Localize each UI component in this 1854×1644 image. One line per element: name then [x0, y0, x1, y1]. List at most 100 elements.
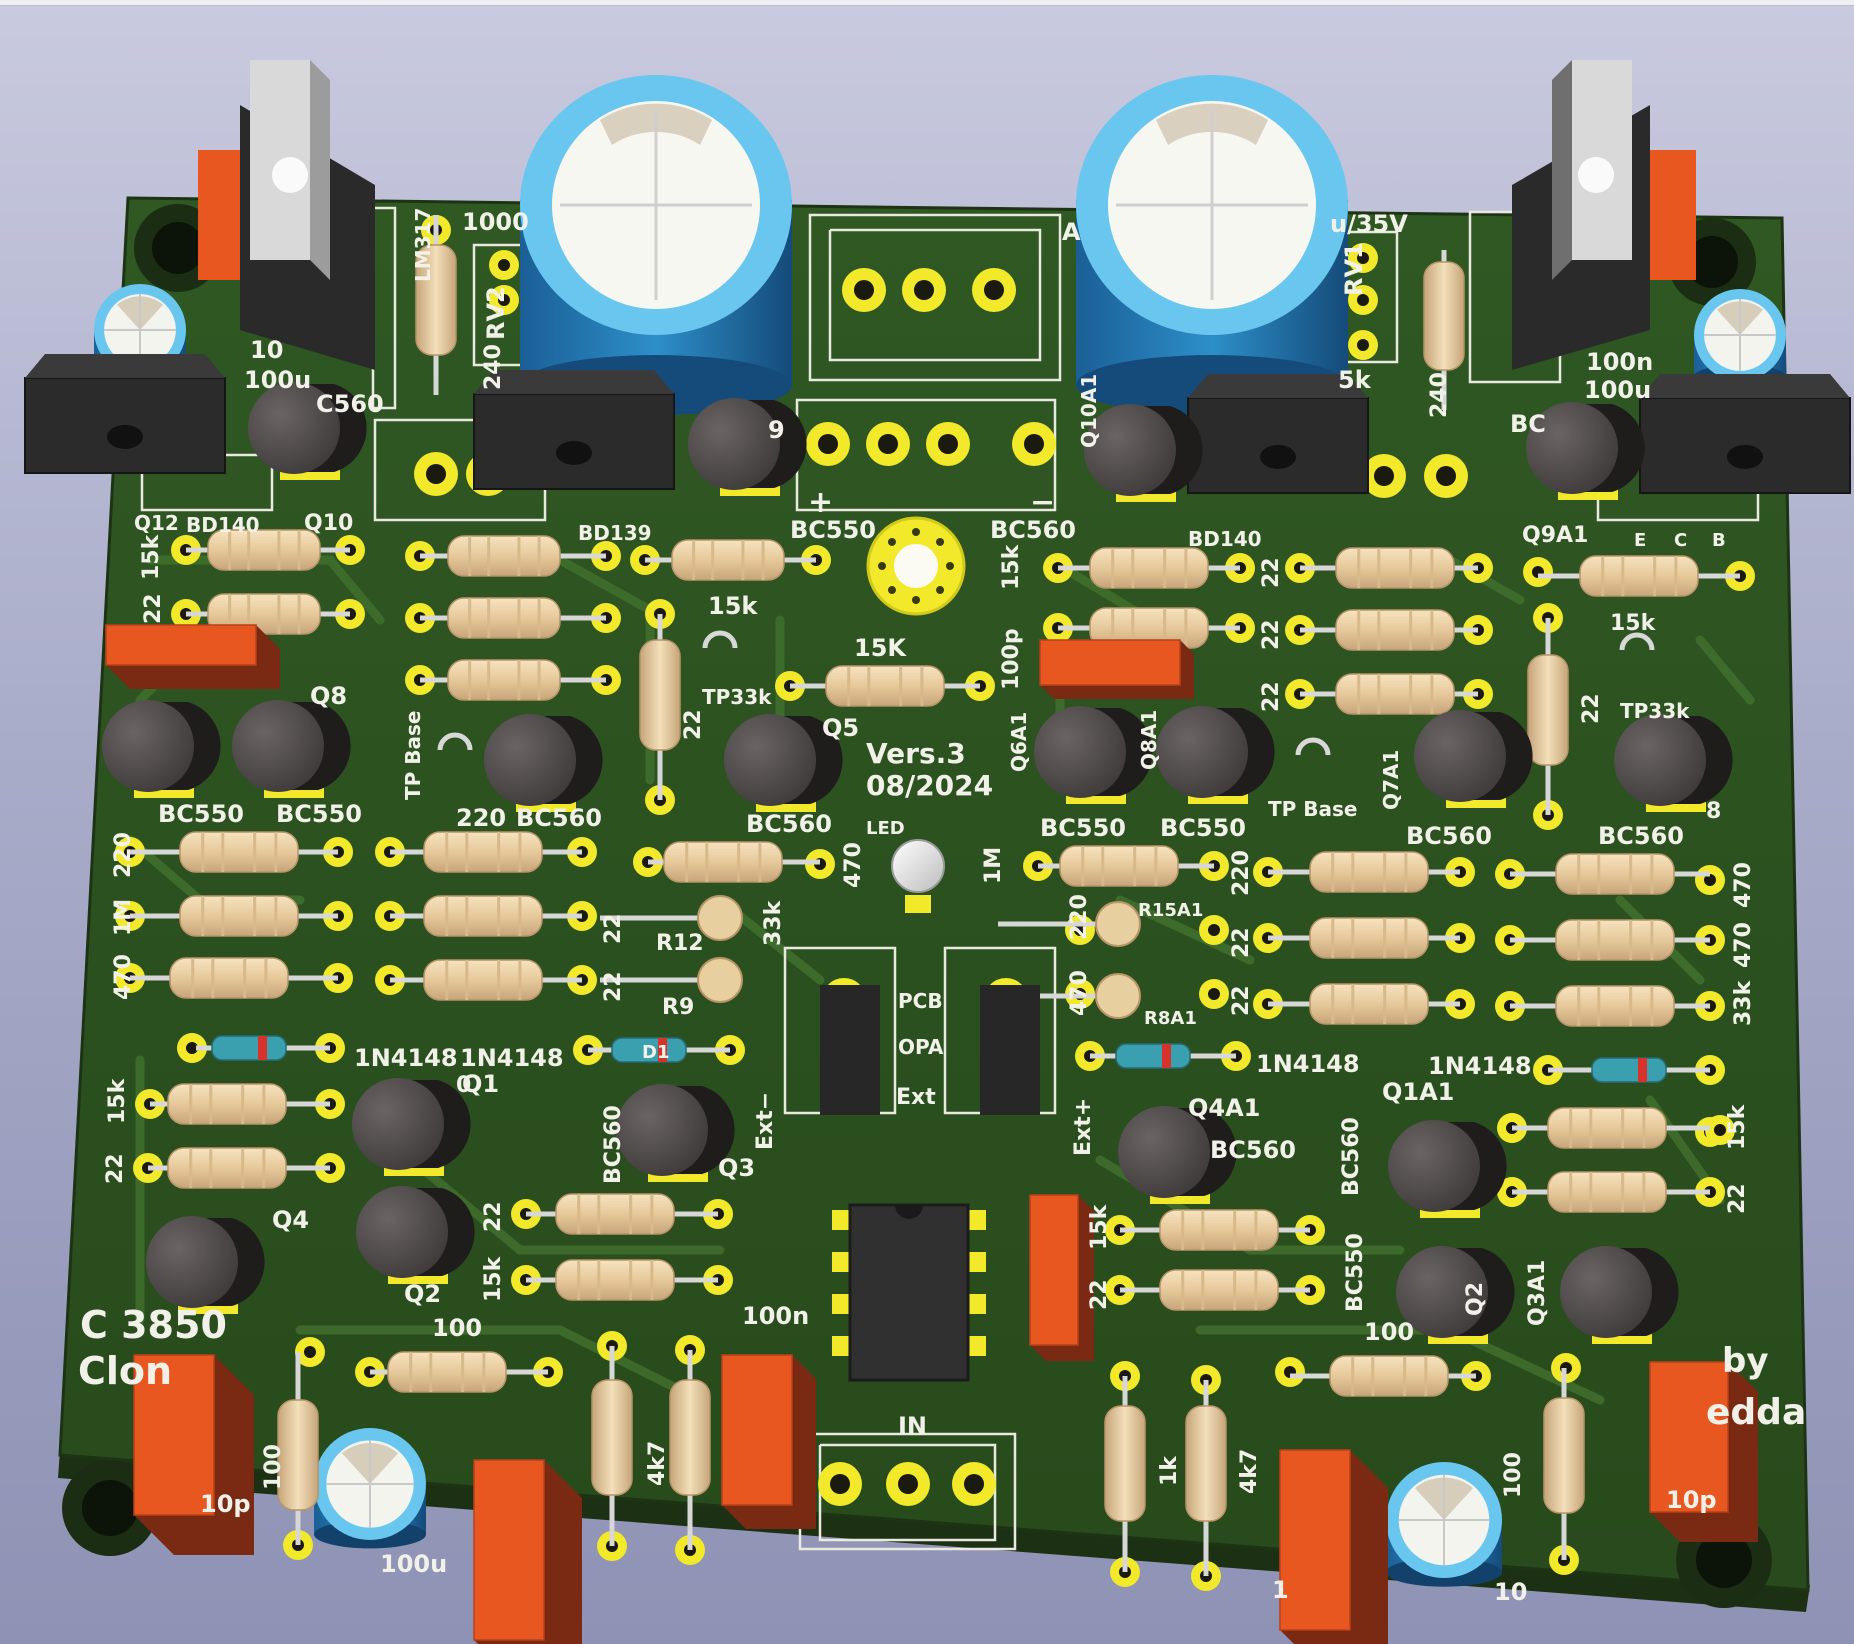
label-q2a1: Q2: [1463, 1282, 1488, 1316]
label-r1m-mid: 1M: [981, 847, 1006, 884]
label-q4a1: Q4A1: [1188, 1094, 1260, 1122]
label-ext-minus: Ext−: [753, 1092, 778, 1150]
label-pcb: PCB: [898, 989, 943, 1013]
small-electrolytic-capacitors: [94, 284, 1786, 1587]
label-minus: −: [1030, 485, 1055, 520]
label-lm317: LM317: [411, 208, 435, 282]
label-rv1: RV1: [1340, 242, 1368, 296]
label-tp-base-right: TP Base: [1268, 797, 1357, 821]
label-r470-right: 470: [1731, 862, 1756, 908]
label-q10: Q10: [304, 511, 353, 536]
label-d-1n4148-b: 1N4148: [460, 1044, 564, 1072]
label-r22-l: 22: [103, 1153, 128, 1184]
label-left-100u-b: 100u: [244, 366, 311, 394]
label-bc560-top: BC560: [990, 516, 1076, 544]
label-r22-right-vert: 22: [1579, 693, 1604, 724]
jumper-block-left: [820, 985, 880, 1115]
regulator-left: [198, 60, 375, 370]
window-top-edge: [0, 0, 1854, 6]
label-r100-r: 100: [1364, 1318, 1414, 1346]
label-bc560-d: BC560: [1598, 822, 1684, 850]
label-r22-a: 22: [141, 593, 166, 624]
label-q2: Q2: [404, 1280, 441, 1308]
label-right-100u: 100u: [1584, 376, 1651, 404]
label-r22-r: 22: [1087, 1279, 1112, 1310]
label-q9a1: Q9A1: [1522, 523, 1588, 548]
label-led: LED: [866, 818, 905, 839]
ground-pad: [866, 516, 966, 616]
label-bc550-a: BC550: [158, 800, 244, 828]
label-bc550-top: BC550: [790, 516, 876, 544]
author-name: edda: [1706, 1392, 1806, 1433]
label-r12: R12: [656, 931, 704, 956]
label-rv2: RV2: [482, 286, 510, 340]
label-bd140-right: BD140: [1188, 527, 1262, 551]
label-q3: Q3: [718, 1154, 755, 1182]
label-r470-right2: 470: [1731, 922, 1756, 968]
voltage-regulators: [198, 60, 1696, 370]
label-r15a1: R15A1: [1138, 900, 1203, 921]
label-bc560-q3: BC560: [601, 1105, 626, 1184]
label-tp33k-right: TP33k: [1620, 699, 1690, 723]
label-bc550-c: BC550: [1040, 814, 1126, 842]
label-bc550-q2a1: BC550: [1343, 1233, 1368, 1312]
board-title: C 3850: [80, 1303, 227, 1347]
label-bd140-left: BD140: [186, 513, 260, 537]
label-right-100n: 100n: [1586, 348, 1653, 376]
cap-1000u-right: [1076, 75, 1348, 415]
label-r100-l: 100: [432, 1314, 482, 1342]
label-r4k7-r: 4k7: [1237, 1449, 1262, 1494]
label-ecb-e: E: [1634, 530, 1646, 551]
label-d-1n4148-a: 1N4148: [354, 1044, 458, 1072]
label-left-100u-a: 10: [250, 336, 283, 364]
board-subtitle: Clon: [78, 1349, 172, 1393]
label-r33k-right: 33k: [1731, 979, 1756, 1026]
label-r22-l1: 22: [601, 913, 626, 944]
label-c100p: 100p: [999, 628, 1024, 690]
version-label: Vers.3: [866, 737, 966, 770]
author-by: by: [1722, 1341, 1769, 1381]
label-r1-partial: 1: [1272, 1576, 1289, 1604]
label-c10p-l: 10p: [200, 1490, 251, 1518]
label-r15K-c: 15K: [854, 634, 907, 662]
jumper-block-right: [980, 985, 1040, 1115]
label-r9: R9: [662, 995, 694, 1020]
label-opa: OPA: [898, 1035, 944, 1059]
label-r22-right-b: 22: [1259, 619, 1284, 650]
label-bd139: BD139: [578, 521, 652, 545]
label-r22-mid: 22: [681, 709, 706, 740]
label-r-240-right: 240: [1427, 372, 1452, 418]
label-misc-8: 8: [1706, 799, 1721, 824]
label-r470-m: 470: [1067, 970, 1092, 1016]
label-r15k-c: 15k: [481, 1255, 506, 1302]
label-q5: Q5: [822, 714, 859, 742]
label-r22-c: 22: [481, 1201, 506, 1232]
label-a-partial: A: [1062, 218, 1081, 246]
label-r220-left: 220: [111, 832, 136, 878]
label-r8a1: R8A1: [1144, 1008, 1197, 1029]
label-q8a1: Q8A1: [1137, 710, 1161, 770]
label-r33k-left: 33k: [761, 899, 786, 946]
label-r-240-left: 240: [481, 344, 506, 390]
label-r470-mid: 470: [841, 842, 866, 888]
connectors: [820, 985, 1040, 1115]
label-bc560-a: BC560: [516, 804, 602, 832]
label-q12: Q12: [134, 511, 179, 535]
signal-transistors: [102, 382, 1733, 1344]
label-c10p-r: 10p: [1666, 1486, 1717, 1514]
label-r22-r1: 22: [1229, 927, 1254, 958]
date-label: 08/2024: [866, 769, 993, 802]
label-q1a1: Q1A1: [1382, 1078, 1454, 1106]
label-cap-1000-partial: 1000: [462, 208, 529, 236]
label-r22-l2: 22: [601, 971, 626, 1002]
label-pin9: 9: [768, 416, 785, 444]
label-bc560-c: BC560: [1406, 822, 1492, 850]
label-q8: Q8: [310, 682, 347, 710]
film-capacitors: [105, 624, 1758, 1644]
test-points: [437, 630, 1655, 756]
label-bc560-q10: C560: [316, 390, 384, 418]
label-tp33k-left: TP33k: [702, 685, 772, 709]
label-tp-base-left: TP Base: [401, 711, 425, 800]
label-q1: Q1: [462, 1070, 499, 1098]
label-r15-right2: 15k: [1610, 611, 1657, 636]
